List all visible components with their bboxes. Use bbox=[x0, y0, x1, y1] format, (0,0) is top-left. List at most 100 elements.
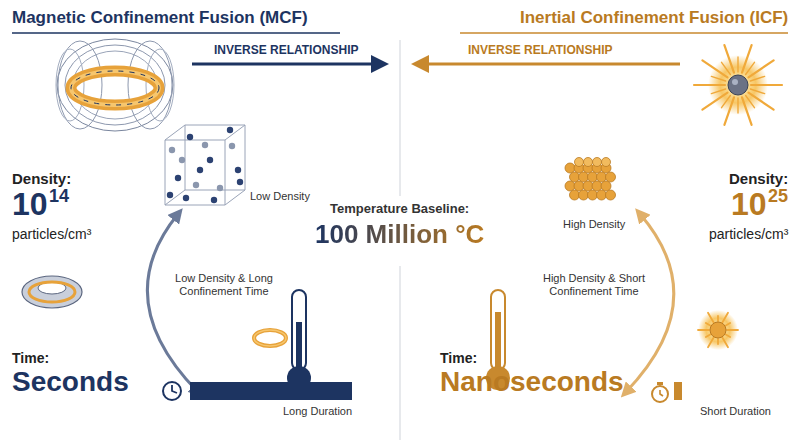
icf-burst-part-part bbox=[751, 84, 782, 86]
low-density-cube-part-part bbox=[207, 157, 213, 163]
low-density-cube-part-part bbox=[227, 127, 233, 133]
low-density-cube-part-part bbox=[197, 167, 203, 173]
high-density-cluster bbox=[565, 158, 616, 201]
tokamak-illustration-part bbox=[71, 71, 159, 105]
low-density-cube-part-part bbox=[193, 182, 199, 188]
low-density-cube-part-part bbox=[202, 142, 208, 148]
stopwatch-icon bbox=[652, 382, 668, 402]
high-density-cluster-part bbox=[565, 163, 575, 173]
implosion-icon-part-part bbox=[726, 335, 730, 338]
inverse-arrow bbox=[420, 63, 680, 66]
stopwatch-icon-part bbox=[652, 386, 668, 402]
icf-burst-part-part bbox=[702, 93, 727, 110]
icf-burst-part-part bbox=[737, 98, 738, 113]
low-density-cube-part-part bbox=[237, 179, 243, 185]
icf-burst-part-part bbox=[711, 76, 725, 81]
stopwatch-icon-part bbox=[657, 382, 663, 385]
illustration-label: High Density bbox=[563, 218, 625, 231]
baseline-value: 100 Million °C bbox=[315, 220, 484, 250]
implosion-icon-part-part bbox=[727, 329, 738, 331]
icf-burst-part-part bbox=[722, 62, 731, 74]
high-density-cluster-part bbox=[575, 158, 584, 167]
low-density-cube-part-part bbox=[211, 197, 217, 203]
high-density-cluster-part bbox=[570, 190, 580, 200]
icf-burst-part bbox=[694, 45, 782, 125]
implosion-icon-part-part bbox=[717, 316, 719, 321]
icf-burst-part-part bbox=[694, 84, 725, 86]
tokamak-icon-part bbox=[22, 276, 82, 308]
implosion-icon-part bbox=[698, 310, 738, 350]
icf-burst bbox=[694, 45, 782, 125]
divider bbox=[400, 40, 401, 196]
tokamak-illustration-part bbox=[57, 39, 173, 131]
metric-unit: particles/cm³ bbox=[709, 226, 788, 242]
tokamak-icon bbox=[22, 276, 82, 308]
tokamak-illustration bbox=[56, 39, 174, 131]
high-density-cluster-part bbox=[579, 172, 589, 182]
icf-burst-part-part bbox=[749, 93, 774, 110]
low-density-cube-part-part bbox=[187, 134, 193, 140]
implosion-icon bbox=[698, 310, 738, 350]
tokamak-icon-part bbox=[29, 282, 75, 302]
high-density-cluster-part bbox=[593, 158, 602, 167]
implosion-icon-part bbox=[710, 322, 726, 338]
low-density-cube bbox=[165, 125, 245, 205]
high-density-cluster-part bbox=[606, 190, 616, 200]
low-density-cube-part-part bbox=[167, 192, 173, 198]
high-density-cluster-part bbox=[597, 172, 607, 182]
icf-burst-part-part bbox=[702, 60, 727, 77]
tokamak-illustration-part bbox=[71, 71, 159, 105]
low-density-cube-part-part bbox=[235, 167, 241, 173]
stopwatch-icon-part bbox=[660, 390, 663, 396]
low-density-cube-part-part bbox=[217, 185, 223, 191]
implosion-icon-part-part bbox=[723, 338, 729, 348]
icf-burst-part-part bbox=[737, 57, 738, 72]
low-density-cube-part bbox=[167, 127, 243, 203]
illustration-label: Low Density bbox=[250, 190, 310, 203]
metric-value: 10 bbox=[731, 186, 767, 223]
implosion-icon-part-part bbox=[708, 338, 714, 348]
icf-burst-part-part bbox=[711, 89, 725, 94]
icf-burst-part bbox=[732, 79, 738, 85]
metric-value: Nanoseconds bbox=[440, 366, 624, 398]
high-density-cluster-part bbox=[601, 181, 611, 191]
duration-bar bbox=[674, 382, 682, 400]
icf-burst-part bbox=[728, 75, 748, 95]
tokamak-illustration-part bbox=[128, 41, 172, 129]
metric-heading: Density: bbox=[729, 170, 788, 187]
metric-heading: Time: bbox=[440, 350, 477, 366]
high-density-cluster-part bbox=[565, 181, 575, 191]
divider bbox=[400, 266, 401, 440]
low-density-cube-part-part bbox=[179, 157, 185, 163]
thermometer-part bbox=[495, 312, 501, 374]
low-density-cube-part-part bbox=[169, 147, 175, 153]
low-density-cube-part-part bbox=[183, 195, 189, 201]
clock-icon bbox=[163, 382, 181, 400]
tradeoff-label: High Density & Short Confinement Time bbox=[532, 272, 656, 297]
high-density-cluster-part bbox=[592, 181, 602, 191]
tokamak-illustration-part bbox=[58, 41, 102, 129]
section-title: Inertial Confinement Fusion (ICF) bbox=[520, 8, 788, 28]
metric-heading: Time: bbox=[12, 350, 49, 366]
low-density-cube-part bbox=[165, 125, 245, 205]
implosion-icon-part-part bbox=[723, 313, 729, 323]
metric-unit: particles/cm³ bbox=[12, 226, 91, 242]
icf-burst-part-part bbox=[722, 96, 731, 108]
implosion-icon-part-part bbox=[698, 329, 709, 331]
low-density-cube-part bbox=[165, 140, 225, 205]
icf-burst-part-part bbox=[750, 76, 764, 81]
arrow-label: INVERSE RELATIONSHIP bbox=[468, 44, 612, 58]
baseline-heading: Temperature Baseline: bbox=[330, 202, 469, 217]
icf-burst-part-part bbox=[724, 45, 734, 73]
high-density-cluster-part bbox=[602, 158, 611, 167]
icf-burst-part-part bbox=[749, 60, 774, 77]
tradeoff-label: Low Density & Long Confinement Time bbox=[163, 272, 285, 297]
section-title: Magnetic Confinement Fusion (MCF) bbox=[12, 8, 308, 28]
inverse-arrow bbox=[192, 63, 380, 66]
icf-burst-part-part bbox=[750, 89, 764, 94]
icf-burst-part-part bbox=[742, 97, 752, 125]
metric-value: Seconds bbox=[12, 366, 129, 398]
implosion-icon-part-part bbox=[717, 339, 719, 344]
high-density-cluster-part bbox=[584, 158, 593, 167]
